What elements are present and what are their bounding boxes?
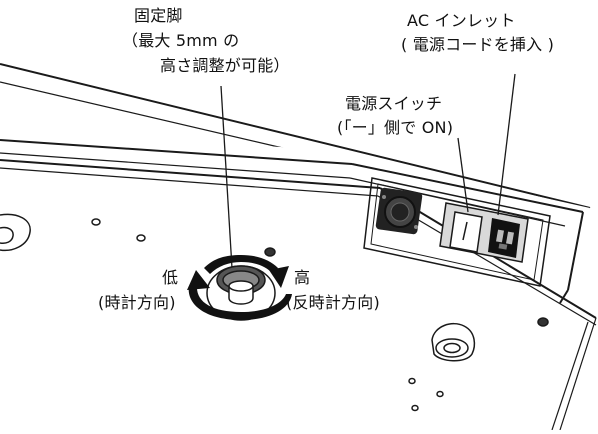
fixed-foot-label-line2: （最大 5mm の bbox=[122, 31, 240, 50]
adjustable-foot bbox=[206, 265, 276, 321]
fixed-foot-label-line3: 高さ調整が可能） bbox=[160, 56, 290, 75]
fixed-foot-label-sub2: 高さ調整が可能） bbox=[160, 56, 290, 75]
low-direction-label: 低 (時計方向) bbox=[98, 268, 178, 312]
leader-lines bbox=[220, 73, 516, 269]
ac-inlet-label-line1: AC インレット bbox=[407, 11, 516, 30]
high-label-line2: (反時計方向) bbox=[286, 293, 380, 312]
ac-inlet-label-line2: ( 電源コードを挿入 ) bbox=[401, 35, 555, 54]
power-switch-label-line1: 電源スイッチ bbox=[345, 94, 443, 113]
round-connector bbox=[375, 187, 423, 235]
device-side-panel bbox=[0, 130, 590, 318]
high-direction-label: 高 (反時計方向) bbox=[286, 268, 380, 312]
power-switch-label-line2: (「ー」側で ON) bbox=[337, 118, 454, 137]
rubber-foot-left bbox=[0, 213, 31, 252]
fixed-foot-label-line1: 固定脚 bbox=[134, 6, 183, 25]
power-switch-label: 電源スイッチ (「ー」側で ON) bbox=[337, 94, 453, 137]
low-label-line2: (時計方向) bbox=[98, 293, 176, 312]
ac-inlet-block bbox=[439, 202, 529, 263]
device-top-edge bbox=[0, 63, 591, 209]
screws bbox=[91, 218, 549, 412]
low-label-line1: 低 bbox=[162, 268, 179, 287]
fixed-foot-label-sub1: （最大 5mm の bbox=[122, 31, 239, 50]
connector-panel bbox=[363, 177, 551, 287]
fixed-foot-label: 固定脚 bbox=[134, 6, 183, 25]
rubber-foot-center bbox=[431, 322, 476, 362]
high-label-line1: 高 bbox=[294, 268, 311, 287]
ac-inlet-label: AC インレット ( 電源コードを挿入 ) bbox=[401, 11, 554, 54]
rotation-arrows bbox=[187, 255, 292, 320]
